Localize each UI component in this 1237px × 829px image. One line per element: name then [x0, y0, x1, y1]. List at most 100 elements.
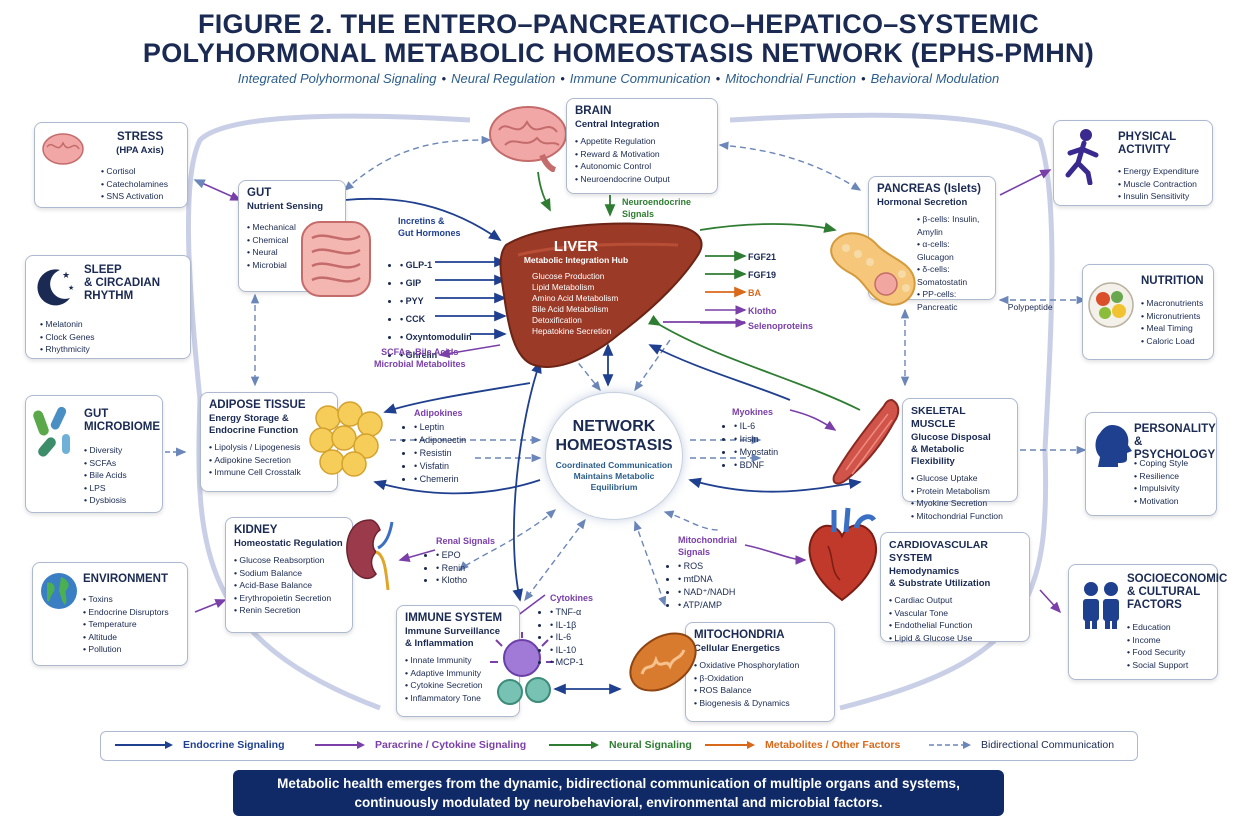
list-item: Coping Style [1134, 457, 1188, 470]
mitochondria-box: MITOCHONDRIA Cellular Energetics Oxidati… [685, 622, 835, 722]
gut-subtitle: Nutrient Sensing [247, 201, 324, 212]
list-item: IL-1β [550, 619, 584, 632]
list-item: Microbial [247, 259, 337, 272]
list-item: BDNF [734, 459, 778, 472]
list-item: Innate Immunity [405, 654, 511, 667]
list-item: Oxidative Phosphorylation [694, 659, 826, 672]
brain-icon [489, 106, 567, 172]
cardiovascular-box: CARDIOVASCULAR SYSTEM Hemodynamics & Sub… [880, 532, 1030, 643]
gut-title: GUT [247, 187, 272, 199]
list-item: Impulsivity [1134, 482, 1188, 495]
list-item: Pollution [83, 643, 169, 656]
legend-neural: Neural Signaling [549, 739, 692, 751]
microbiome-box: GUT MICROBIOME DiversitySCFAsBile AcidsL… [25, 395, 163, 513]
list-item: mtDNA [678, 573, 735, 586]
list-item: Temperature [83, 618, 169, 631]
mitochondrial-signals-list: ROSmtDNANAD⁺/NADHATP/AMP [678, 560, 735, 612]
list-item: Neuroendocrine Output [575, 173, 709, 186]
people-icon [1083, 582, 1119, 629]
list-item: Erythropoietin Secretion [234, 592, 344, 605]
list-item: Cortisol [101, 165, 168, 178]
nutrition-box: NUTRITION MacronutrientsMicronutrientsMe… [1082, 264, 1214, 360]
list-item: Amino Acid Metabolism [532, 293, 619, 303]
list-item: SNS Activation [101, 190, 168, 203]
list-item: Vascular Tone [889, 607, 1021, 620]
list-item: ROS [678, 560, 735, 573]
network-homeostasis-hub: NETWORK HOMEOSTASIS Coordinated Communic… [545, 392, 683, 520]
list-item: SCFAs [84, 457, 127, 470]
environment-box: ENVIRONMENT ToxinsEndocrine DisruptorsTe… [32, 562, 188, 666]
sleep-box: ★★ SLEEP & CIRCADIAN RHYTHM MelatoninClo… [25, 255, 191, 359]
list-item: Education [1127, 621, 1188, 634]
list-item: Chemical [247, 234, 337, 247]
personality-box: PERSONALITY & PSYCHOLOGY Coping StyleRes… [1085, 412, 1217, 516]
list-item: Muscle Contraction [1118, 178, 1199, 191]
list-item: Bile Acid Metabolism [532, 304, 609, 314]
physical-activity-title: PHYSICAL ACTIVITY [1118, 131, 1177, 156]
klotho-label: Klotho [748, 306, 777, 316]
stress-box: STRESS(HPA Axis) CortisolCatecholaminesS… [34, 122, 188, 208]
list-item: ROS Balance [694, 684, 826, 697]
list-item: Visfatin [414, 460, 466, 473]
list-item: Mechanical [247, 221, 337, 234]
pancreas-icon [830, 232, 916, 306]
renal-signals-list: EPOReninKlotho [436, 549, 468, 587]
cardiovascular-title: CARDIOVASCULAR SYSTEM [889, 539, 988, 564]
brain-box: BRAIN Central Integration Appetite Regul… [566, 98, 718, 194]
list-item: Myokine Secretion [911, 497, 1009, 510]
cardiovascular-subtitle: Hemodynamics & Substrate Utilization [889, 566, 991, 589]
adipokines-label: Adipokines [414, 408, 463, 418]
list-item: Sodium Balance [234, 567, 344, 580]
list-item: Caloric Load [1141, 335, 1203, 348]
globe-icon [41, 573, 77, 609]
list-item: Lipolysis / Lipogenesis [209, 441, 329, 454]
list-item: Myostatin [734, 446, 779, 459]
list-item: Motivation [1134, 495, 1188, 508]
microbiome-title: GUT MICROBIOME [84, 408, 161, 433]
list-item: Melatonin [40, 318, 95, 331]
svg-text:★: ★ [68, 284, 74, 292]
list-item: TNF-α [550, 606, 584, 619]
list-item: IL-10 [550, 644, 584, 657]
legend-paracrine: Paracrine / Cytokine Signaling [315, 739, 526, 751]
list-item: Neural [247, 246, 337, 259]
list-item: Detoxification [532, 315, 582, 325]
list-item: Endocrine Disruptors [83, 606, 168, 619]
subtitle-part: Neural Regulation [451, 71, 556, 86]
list-item: Altitude [83, 631, 169, 644]
list-item: Food Security [1127, 646, 1188, 659]
legend-label: Neural Signaling [609, 739, 692, 751]
svg-text:★: ★ [62, 270, 70, 280]
kidney-subtitle: Homeostatic Regulation [234, 538, 343, 549]
cytokines-label: Cytokines [550, 593, 594, 603]
gut-box: GUT Nutrient Sensing MechanicalChemicalN… [238, 180, 346, 292]
list-item: Irisin [734, 433, 778, 446]
kidney-icon [346, 519, 394, 591]
list-item: β-Oxidation [694, 672, 826, 685]
list-item: Micronutrients [1141, 310, 1203, 323]
list-item: Autonomic Control [575, 160, 709, 173]
list-item: Endothelial Function [889, 619, 1021, 632]
list-item: Income [1127, 634, 1188, 647]
kidney-title: KIDNEY [234, 524, 278, 536]
list-item: Leptin [414, 421, 466, 434]
legend-label: Endocrine Signaling [183, 739, 285, 751]
kidney-box: KIDNEY Homeostatic Regulation Glucose Re… [225, 517, 353, 633]
list-item: Biogenesis & Dynamics [694, 697, 826, 710]
list-item: Dysbiosis [84, 494, 127, 507]
list-item: GIP [400, 274, 472, 292]
legend-metabolites: Metabolites / Other Factors [705, 739, 900, 751]
neuroendocrine-label: Neuroendocrine Signals [622, 197, 692, 219]
mitochondrion-icon [629, 632, 697, 692]
list-item: Adipokine Secretion [209, 454, 329, 467]
list-item: Immune Cell Crosstalk [209, 466, 329, 479]
list-item: CCK [400, 310, 472, 328]
list-item: Ghrelin [400, 346, 472, 364]
list-item: Catecholamines [101, 178, 168, 191]
list-item: Klotho [436, 574, 468, 587]
figure-subtitle: Integrated Polyhormonal Signaling•Neural… [237, 71, 1000, 86]
list-item: Chemerin [414, 473, 466, 486]
bacteria-icon [33, 406, 70, 457]
list-item: Acid-Base Balance [234, 579, 344, 592]
list-item: Energy Expenditure [1118, 165, 1198, 178]
